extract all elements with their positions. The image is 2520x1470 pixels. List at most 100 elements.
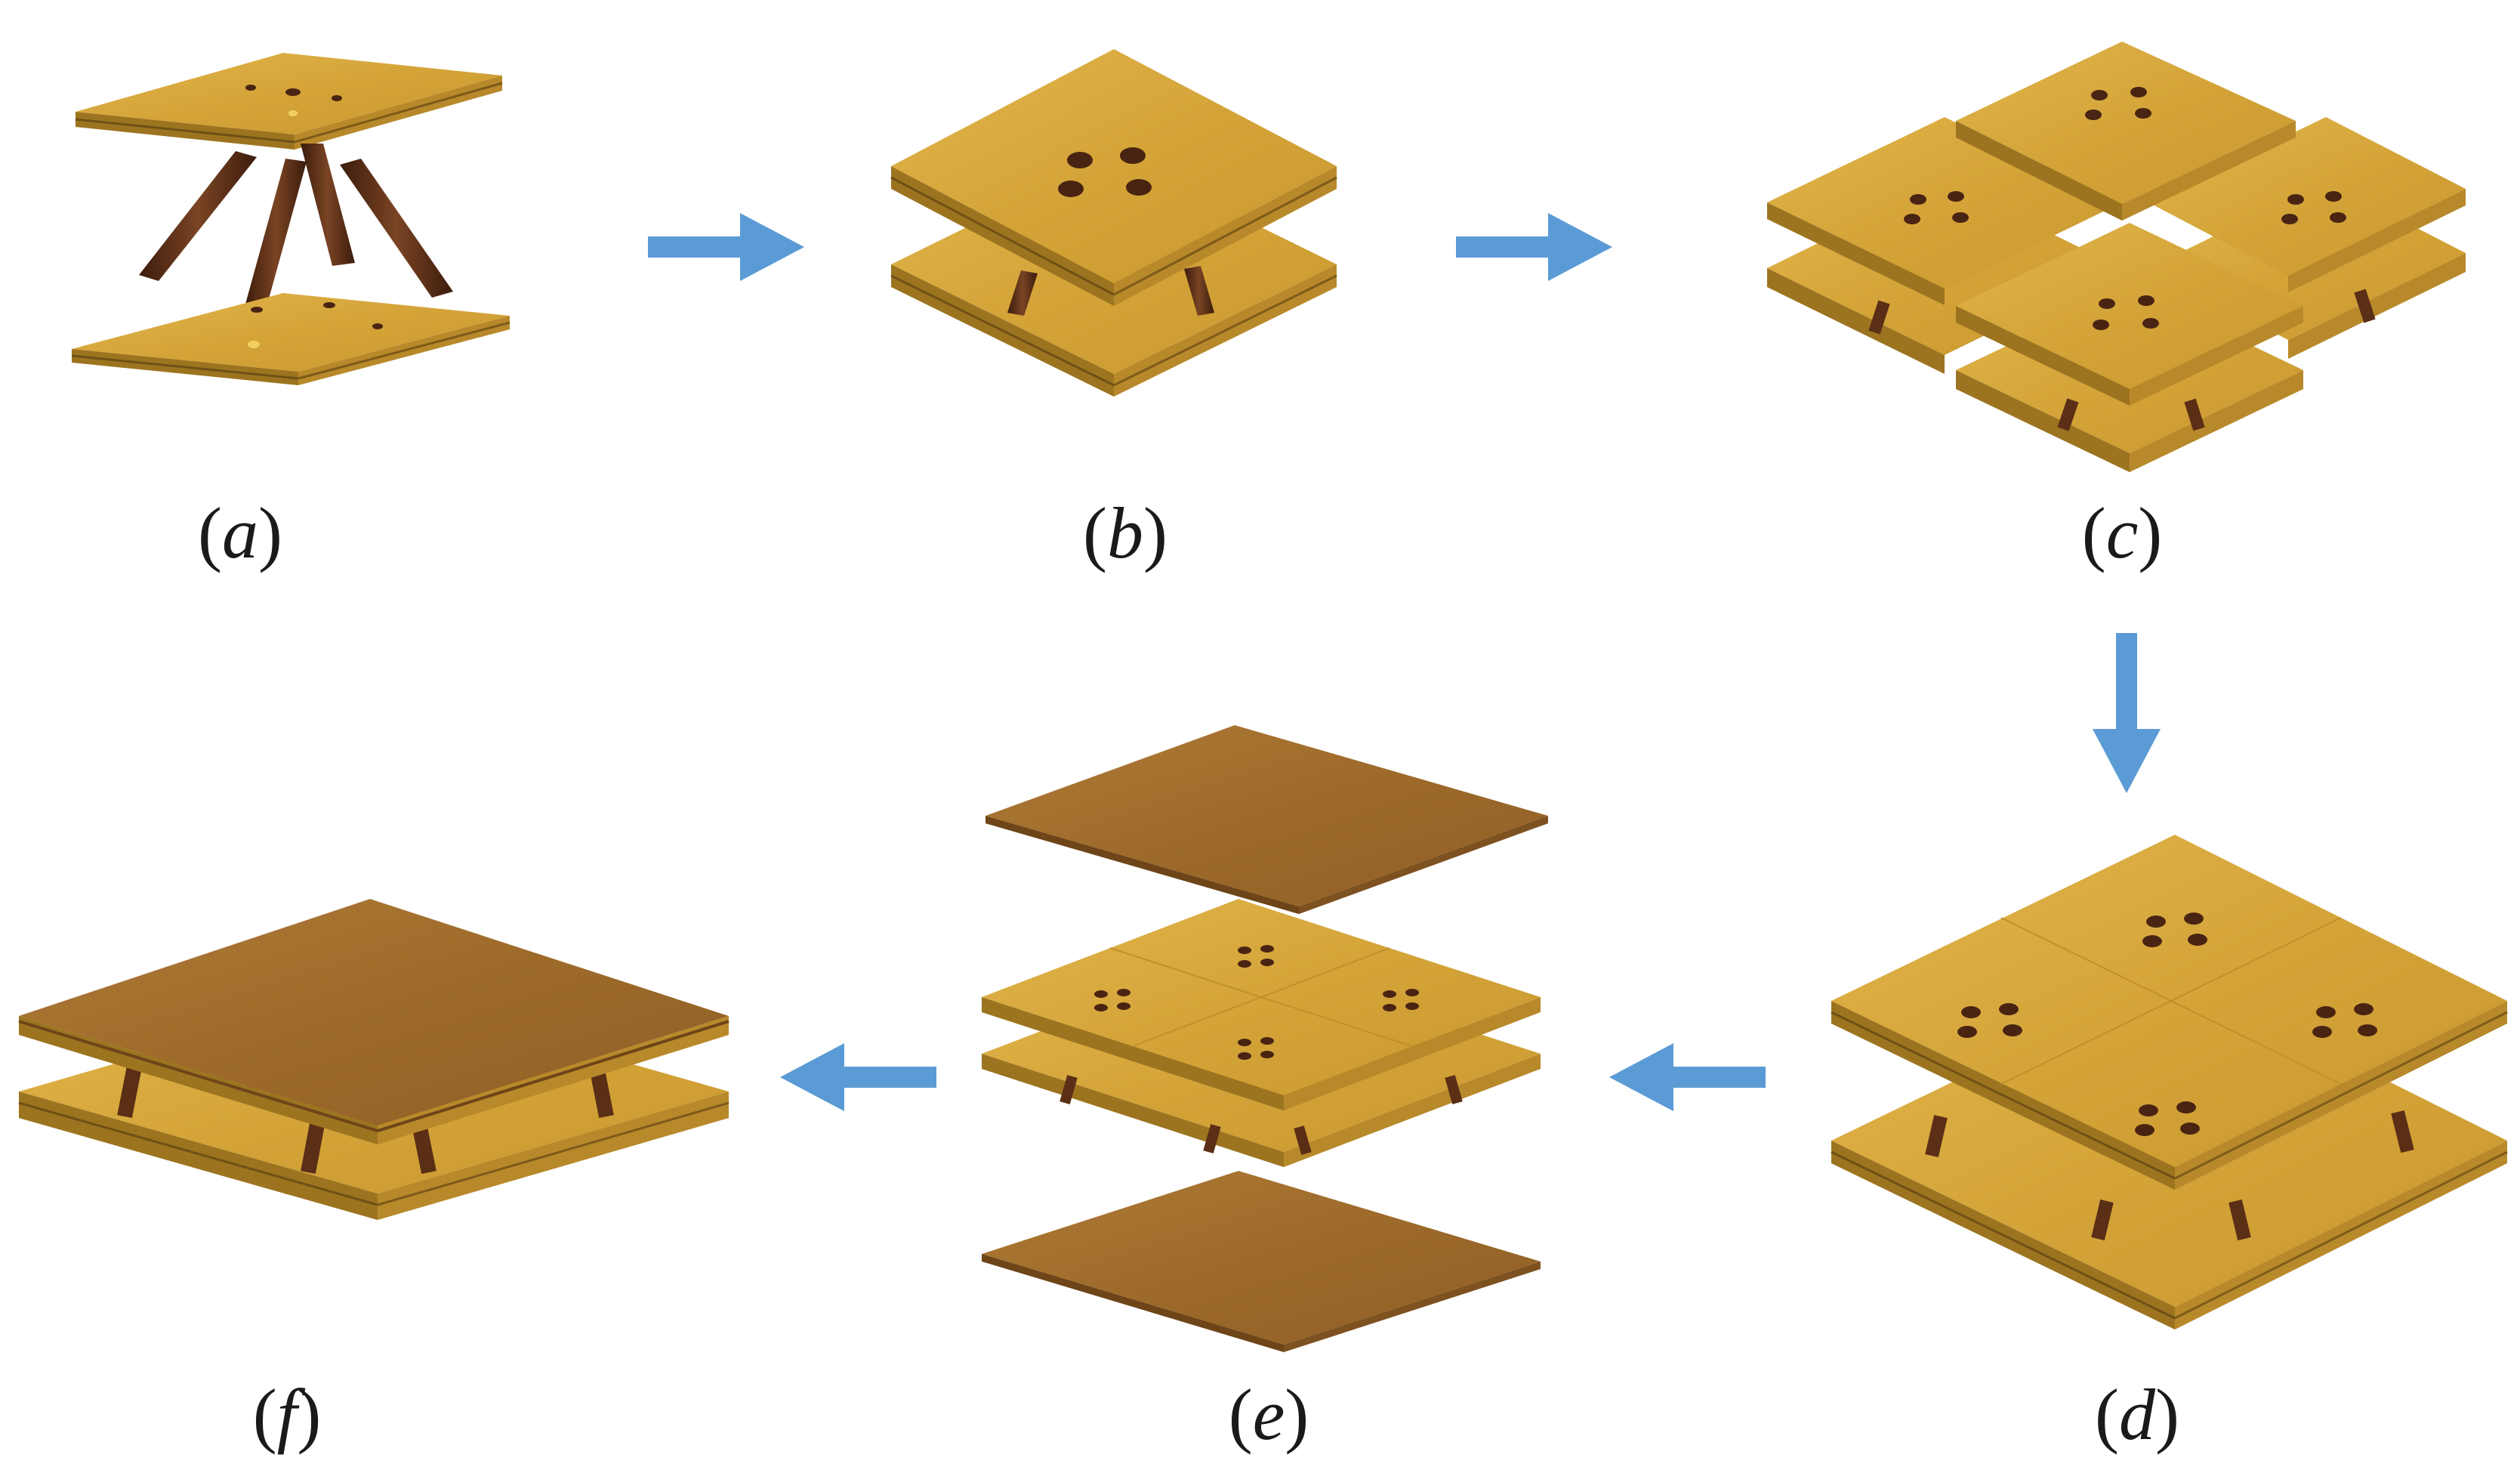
- hole-icon: [1238, 960, 1251, 968]
- hole-icon: [2176, 1101, 2196, 1113]
- panel-b-top-sheet: [890, 49, 1337, 306]
- hole-icon: [1948, 191, 1964, 202]
- hole-icon: [2354, 1003, 2373, 1015]
- panel-c-unit-top: [1956, 42, 2296, 221]
- arrow-e-to-f: [780, 1043, 936, 1111]
- arrow-d-to-e: [1609, 1043, 1766, 1111]
- panel-a-bottom-sheet: [71, 293, 510, 385]
- hole-icon: [2091, 90, 2108, 100]
- rod: [245, 159, 307, 310]
- hole-icon: [1904, 214, 1920, 224]
- hole-icon: [1260, 1037, 1274, 1045]
- panel-e: [982, 725, 1548, 1352]
- hole-cluster: [2312, 1003, 2377, 1038]
- hole-icon: [1058, 181, 1084, 197]
- hole-icon: [2142, 935, 2162, 947]
- panel-label-e: (e): [1229, 1374, 1309, 1455]
- rod: [1007, 270, 1038, 316]
- hole-icon: [2003, 1024, 2022, 1036]
- panel-c: [1767, 42, 2466, 472]
- hole-icon: [2135, 108, 2151, 119]
- panel-d-top-sheet: [1831, 835, 2508, 1190]
- hole-cluster: [1094, 989, 1130, 1011]
- rod: [139, 151, 257, 281]
- panel-d-rods: [1925, 1110, 2414, 1241]
- panel-label-c: (c): [2082, 493, 2163, 573]
- panel-b: [890, 49, 1337, 397]
- panel-a-top-sheet: [75, 53, 503, 150]
- hole-icon: [2099, 298, 2115, 309]
- panel-e-top-veneer: [985, 725, 1548, 914]
- hole-icon: [1999, 1003, 2019, 1015]
- panel-e-core: [982, 899, 1541, 1167]
- hole-icon: [2085, 110, 2102, 120]
- hole-cluster: [1957, 1003, 2022, 1038]
- hole-icon: [1067, 152, 1093, 168]
- hole-icon: [1910, 194, 1926, 205]
- hole-icon: [1117, 1002, 1130, 1010]
- arrow-c-to-d: [2093, 633, 2161, 793]
- panel-a: [71, 53, 510, 385]
- hole-icon: [1238, 947, 1251, 954]
- hole-icon: [1238, 1052, 1251, 1060]
- hole-cluster: [1383, 989, 1419, 1011]
- panel-label-a: (a): [198, 493, 282, 573]
- hole-icon: [1117, 989, 1130, 996]
- panel-a-rods: [139, 144, 453, 310]
- hole-icon: [2325, 191, 2342, 202]
- panel-label-b: (b): [1083, 493, 1167, 573]
- hole-icon: [1952, 212, 1969, 223]
- hole-icon: [2146, 916, 2166, 928]
- hole-icon: [1383, 990, 1396, 998]
- hole-icon: [2138, 295, 2154, 306]
- hole-icon: [1260, 1051, 1274, 1058]
- hole-icon: [2135, 1124, 2154, 1136]
- hole-icon: [2312, 1026, 2332, 1038]
- hole-icon: [248, 341, 260, 348]
- hole-icon: [2287, 194, 2304, 205]
- hole-icon: [323, 302, 335, 308]
- panel-d: [1831, 835, 2508, 1329]
- hole-icon: [2358, 1024, 2377, 1036]
- hole-icon: [2180, 1123, 2200, 1135]
- hole-icon: [1961, 1006, 1981, 1018]
- hole-icon: [2139, 1104, 2158, 1116]
- panel-e-bottom-veneer: [982, 1171, 1541, 1352]
- panel-c-unit-bottom: [1956, 223, 2303, 472]
- hole-icon: [2281, 214, 2298, 224]
- arrow-a-to-b: [648, 213, 804, 281]
- hole-cluster: [2142, 913, 2207, 947]
- panel-b-rods: [1007, 266, 1214, 316]
- hole-icon: [332, 95, 342, 101]
- hole-icon: [2130, 87, 2147, 97]
- hole-icon: [2316, 1006, 2336, 1018]
- hole-cluster: [1238, 945, 1274, 968]
- hole-cluster: [2135, 1101, 2200, 1136]
- hole-icon: [1383, 1004, 1396, 1011]
- hole-icon: [1120, 147, 1146, 164]
- hole-icon: [288, 110, 298, 116]
- hole-cluster: [1238, 1037, 1274, 1060]
- hole-icon: [1094, 990, 1108, 998]
- hole-icon: [1405, 1002, 1419, 1010]
- rod: [301, 144, 355, 266]
- hole-icon: [1405, 989, 1419, 996]
- panel-label-f: (f): [253, 1374, 322, 1455]
- hole-icon: [1094, 1004, 1108, 1011]
- panel-f: [18, 899, 729, 1220]
- hole-icon: [2142, 318, 2159, 329]
- hole-icon: [1260, 959, 1274, 966]
- hole-icon: [285, 88, 301, 96]
- hole-icon: [1238, 1039, 1251, 1046]
- hole-icon: [2188, 934, 2207, 946]
- hole-icon: [2330, 212, 2346, 223]
- arrow-b-to-c: [1456, 213, 1612, 281]
- hole-icon: [1260, 945, 1274, 953]
- hole-icon: [2093, 320, 2109, 330]
- hole-cluster: [1058, 147, 1152, 197]
- hole-icon: [1957, 1026, 1977, 1038]
- hole-icon: [2184, 913, 2204, 925]
- panel-label-d: (d): [2095, 1374, 2179, 1455]
- hole-icon: [251, 307, 263, 313]
